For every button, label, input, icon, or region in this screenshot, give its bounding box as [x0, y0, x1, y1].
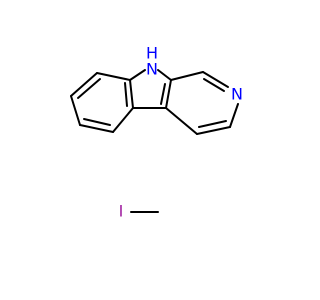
- iodine-label: I: [119, 202, 124, 221]
- bond-b5-inner: [124, 82, 128, 107]
- bond-p2: [157, 69, 172, 81]
- molecule-drawing: H N N I: [70, 44, 243, 221]
- bond-r2: [202, 71, 229, 88]
- bond-b6: [96, 72, 131, 81]
- methyl-iodide: I: [119, 202, 159, 221]
- nh-nitrogen-label: N: [146, 60, 158, 79]
- bond-p1: [129, 69, 146, 81]
- beta-carboline-structure: H N N: [70, 44, 243, 135]
- nh-hydrogen-label: H: [146, 44, 158, 63]
- bond-p3-inner: [160, 83, 166, 105]
- bond-r5: [165, 107, 198, 135]
- bond-r4-inner: [198, 120, 227, 128]
- bond-b5: [129, 79, 134, 109]
- bond-r2-inner: [203, 78, 225, 92]
- bond-b1: [70, 72, 98, 97]
- pyridine-nitrogen-label: N: [231, 85, 243, 104]
- bond-p3: [165, 79, 172, 109]
- bond-b3-inner: [83, 118, 111, 126]
- bond-b3: [79, 124, 114, 133]
- bond-r4: [196, 126, 231, 135]
- bond-r3: [229, 103, 239, 128]
- bond-b4: [112, 107, 134, 133]
- bond-b2: [70, 95, 81, 126]
- bond-r1: [170, 71, 204, 81]
- bond-b1-inner: [77, 78, 101, 99]
